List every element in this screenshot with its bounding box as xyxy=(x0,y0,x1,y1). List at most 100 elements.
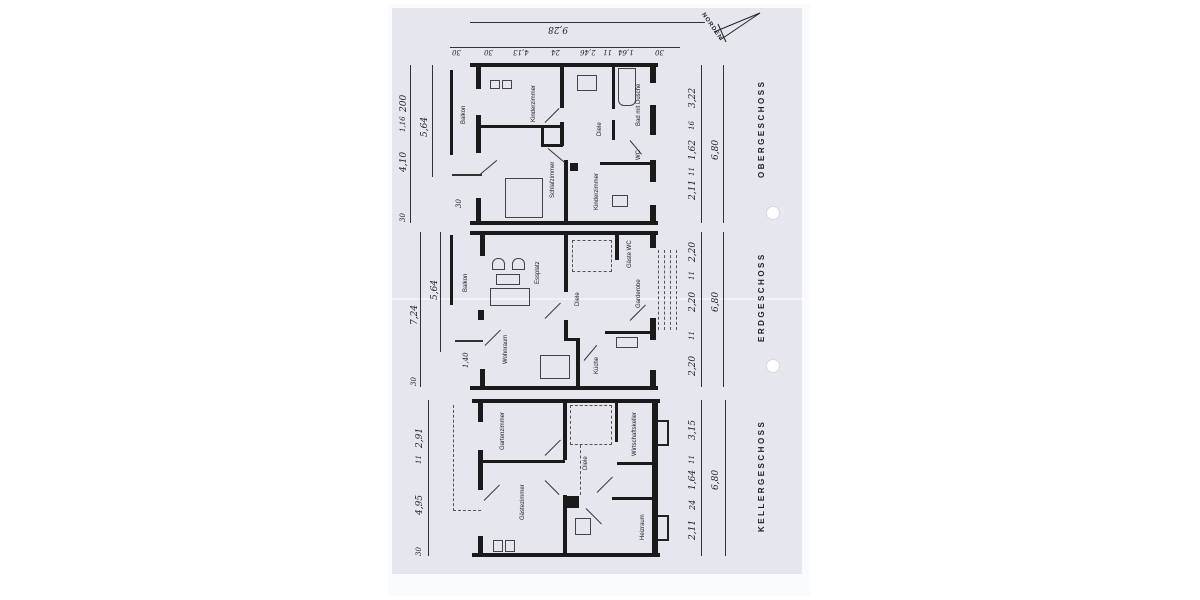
dim-line xyxy=(420,232,421,387)
armchair xyxy=(492,258,505,270)
staircase xyxy=(570,405,612,445)
dim-line xyxy=(440,232,441,352)
dim-line xyxy=(701,400,702,556)
wall xyxy=(650,232,656,248)
dim-line xyxy=(701,232,702,387)
dim-label: 2,20 xyxy=(688,355,698,376)
room-label-kinderzimmer-2: Kinderzimmer xyxy=(594,172,600,210)
dim-line xyxy=(410,65,411,223)
room-label-kinderzimmer: Kinderzimmer xyxy=(531,84,537,122)
furniture xyxy=(490,80,500,89)
wall xyxy=(650,370,656,388)
wall xyxy=(564,232,568,292)
wall xyxy=(560,63,564,108)
wall xyxy=(476,198,481,224)
dim-label: 11 xyxy=(415,455,423,464)
dim-line xyxy=(725,400,726,556)
punch-hole-top xyxy=(766,206,780,220)
furniture xyxy=(505,540,515,552)
furniture xyxy=(577,75,597,91)
room-label-gaestezimmer: Gästezimmer xyxy=(520,484,526,520)
garden-outline xyxy=(453,510,481,511)
wall xyxy=(615,400,618,442)
terrace-steps xyxy=(658,250,659,330)
wall xyxy=(481,125,561,128)
dim-total: 6,80 xyxy=(711,469,721,490)
dim-label: 30 xyxy=(415,547,423,556)
wall xyxy=(612,67,615,109)
balcony-edge xyxy=(452,174,482,176)
terrace-steps xyxy=(664,250,665,330)
top-dim-seg: 11 xyxy=(603,48,612,56)
top-dim-seg: 30 xyxy=(484,48,493,56)
wall xyxy=(564,338,578,341)
terrace-steps xyxy=(670,250,671,330)
punch-hole-bottom xyxy=(766,359,780,373)
wall xyxy=(576,338,580,388)
dim-label: 11 xyxy=(688,167,696,176)
wall xyxy=(615,232,619,260)
wall xyxy=(650,205,656,225)
wall xyxy=(478,400,483,422)
balcony-rail xyxy=(450,70,453,155)
wall xyxy=(563,400,567,460)
room-label-schlafzimmer: Schlafzimmer xyxy=(550,161,556,198)
chimney xyxy=(567,496,579,508)
staircase xyxy=(572,240,612,272)
wall xyxy=(650,160,656,182)
wall xyxy=(650,105,656,135)
balcony-rail xyxy=(450,235,453,305)
dim-line xyxy=(723,232,724,387)
wall xyxy=(600,162,650,165)
wall xyxy=(563,495,567,557)
dim-label: 7,24 xyxy=(410,304,420,325)
floor-label-kellergeschoss: KELLERGESCHOSS xyxy=(757,419,766,532)
wall xyxy=(480,369,485,389)
balcony-edge xyxy=(455,340,483,342)
dim-line xyxy=(432,65,433,177)
dim-label: 30 xyxy=(399,213,407,222)
furniture xyxy=(502,80,512,89)
furniture xyxy=(612,195,628,207)
room-label-diele: Diele xyxy=(575,292,581,306)
top-dim-seg: 30 xyxy=(452,48,461,56)
top-dim-seg: 2,46 xyxy=(580,48,596,56)
dim-label: 5,64 xyxy=(420,116,430,137)
floor-label-obergeschoss: OBERGESCHOSS xyxy=(757,79,766,178)
wall xyxy=(560,122,564,146)
wall xyxy=(605,331,655,334)
dim-label: 2,11 xyxy=(688,179,698,200)
room-label-bad: Bad mit Dusche xyxy=(636,83,642,126)
wall xyxy=(541,144,563,147)
terrace-steps xyxy=(676,250,677,330)
light-well xyxy=(658,420,669,446)
top-dim-seg: 30 xyxy=(655,48,664,56)
kitchen-counter xyxy=(616,337,638,348)
chimney xyxy=(570,163,578,171)
dim-label: 30 xyxy=(410,377,418,386)
dim-label: 11 xyxy=(688,455,696,464)
wall xyxy=(650,318,656,340)
coffee-table xyxy=(496,274,520,285)
fold-line xyxy=(392,298,802,300)
dim-label: 1,62 xyxy=(688,139,698,160)
wall xyxy=(470,63,658,67)
dim-label: 2,11 xyxy=(688,519,698,540)
room-label-garderobe: Garderobe xyxy=(636,279,642,308)
room-label-gaeste-wc: Gäste WC xyxy=(627,240,633,268)
room-label-wohnraum: Wohnraum xyxy=(503,334,509,364)
top-dim-total: 9,28 xyxy=(548,24,569,34)
sofa xyxy=(490,288,530,306)
furniture xyxy=(493,540,503,552)
dim-label: 24 xyxy=(688,499,697,510)
room-label-diele: Diele xyxy=(583,456,589,470)
light-well xyxy=(658,515,669,541)
wall xyxy=(612,497,654,500)
dim-total: 6,80 xyxy=(711,139,721,160)
dim-label: 16 xyxy=(688,121,696,130)
room-label-gartenzimmer: Gartenzimmer xyxy=(500,411,506,450)
dim-label: 11 xyxy=(688,331,696,340)
wall xyxy=(470,386,658,390)
wall xyxy=(650,63,656,83)
dim-line xyxy=(701,65,702,223)
